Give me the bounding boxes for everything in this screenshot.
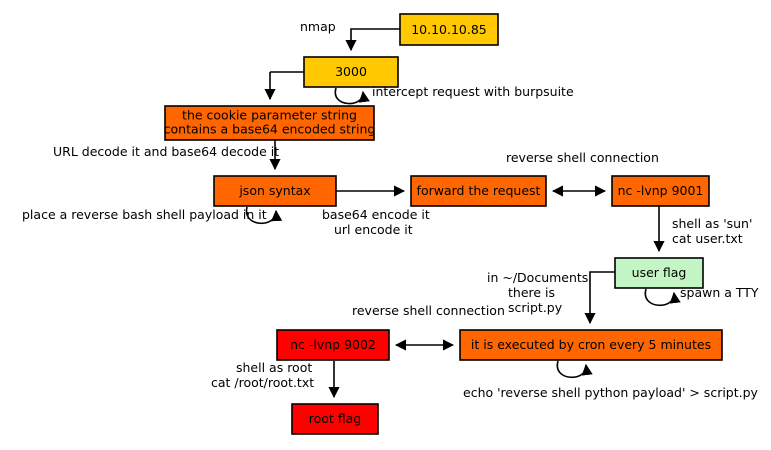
edge-label-spawn-tty: spawn a TTY — [680, 285, 759, 300]
node-nc9002[interactable]: nc -lvnp 9002 — [276, 329, 390, 361]
edge-label-shell-sun: shell as 'sun' — [672, 216, 752, 231]
node-forward-box[interactable] — [410, 175, 547, 207]
edge-target-to-port3000 — [345, 28, 400, 52]
node-userflag[interactable]: user flag — [614, 257, 704, 289]
edge-label-cat-user-txt: cat user.txt — [672, 231, 743, 246]
node-cookie-label-line2: contains a base64 encoded string — [164, 122, 376, 137]
edge-label-url-encode: url encode it — [334, 222, 413, 237]
node-rootflag[interactable]: root flag — [291, 403, 379, 435]
node-target-box[interactable] — [399, 13, 499, 46]
edge-label-shell-as-root: shell as root — [236, 360, 312, 375]
edge-label-payload: place a reverse bash shell payload in it — [22, 207, 267, 222]
node-nc9001[interactable]: nc -lvnp 9001 — [611, 175, 710, 207]
node-target-label: 10.10.10.85 — [411, 22, 487, 37]
node-nc9001-box[interactable] — [611, 175, 710, 207]
edge-label-reverse-shell-1: reverse shell connection — [506, 150, 659, 165]
node-json-box[interactable] — [213, 175, 337, 207]
edge-label-script-py: script.py — [508, 300, 563, 315]
edge-label-cat-root-txt: cat /root/root.txt — [211, 375, 314, 390]
edge-label-url-base64-decode: URL decode it and base64 decode it — [53, 144, 279, 159]
node-cookie-label-line1: the cookie parameter string — [182, 108, 357, 123]
edge-port3000-selfloop-burpsuite — [334, 87, 370, 105]
node-json[interactable]: json syntax — [213, 175, 337, 207]
edge-label-documents: in ~/Documents — [487, 270, 588, 285]
edge-labels: nmap intercept request with burpsuite UR… — [22, 19, 759, 400]
edge-cron-selfloop-echo — [556, 360, 593, 379]
edge-label-nmap: nmap — [300, 19, 336, 34]
edge-label-there-is: there is — [508, 285, 555, 300]
node-cron-box[interactable] — [459, 329, 723, 361]
node-nc9002-label: nc -lvnp 9002 — [290, 337, 376, 352]
edge-label-reverse-shell-2: reverse shell connection — [352, 303, 505, 318]
node-userflag-box[interactable] — [614, 257, 704, 289]
node-nc9001-label: nc -lvnp 9001 — [618, 183, 704, 198]
node-port3000[interactable]: 3000 — [303, 56, 399, 88]
node-forward[interactable]: forward the request — [410, 175, 547, 207]
node-port3000-label: 3000 — [335, 64, 367, 79]
edges — [245, 28, 681, 399]
edge-userflag-selfloop-tty — [644, 288, 681, 307]
edge-label-burpsuite: intercept request with burpsuite — [372, 84, 574, 99]
node-json-label: json syntax — [238, 183, 310, 198]
node-port3000-box[interactable] — [303, 56, 399, 88]
edge-label-echo-payload: echo 'reverse shell python payload' > sc… — [463, 385, 759, 400]
edge-label-base64-encode: base64 encode it — [322, 207, 430, 222]
node-forward-label: forward the request — [417, 183, 541, 198]
node-cookie[interactable]: the cookie parameter string contains a b… — [164, 105, 376, 141]
node-cookie-box[interactable] — [164, 105, 375, 141]
node-cron-label: it is executed by cron every 5 minutes — [471, 337, 711, 352]
edge-userflag-to-cron — [584, 271, 615, 325]
node-rootflag-label: root flag — [309, 411, 362, 426]
node-nc9002-box[interactable] — [276, 329, 390, 361]
node-target[interactable]: 10.10.10.85 — [399, 13, 499, 46]
node-userflag-label: user flag — [632, 265, 687, 280]
node-rootflag-box[interactable] — [291, 403, 379, 435]
node-cron[interactable]: it is executed by cron every 5 minutes — [459, 329, 723, 361]
edge-json-selfloop-payload — [245, 206, 283, 225]
